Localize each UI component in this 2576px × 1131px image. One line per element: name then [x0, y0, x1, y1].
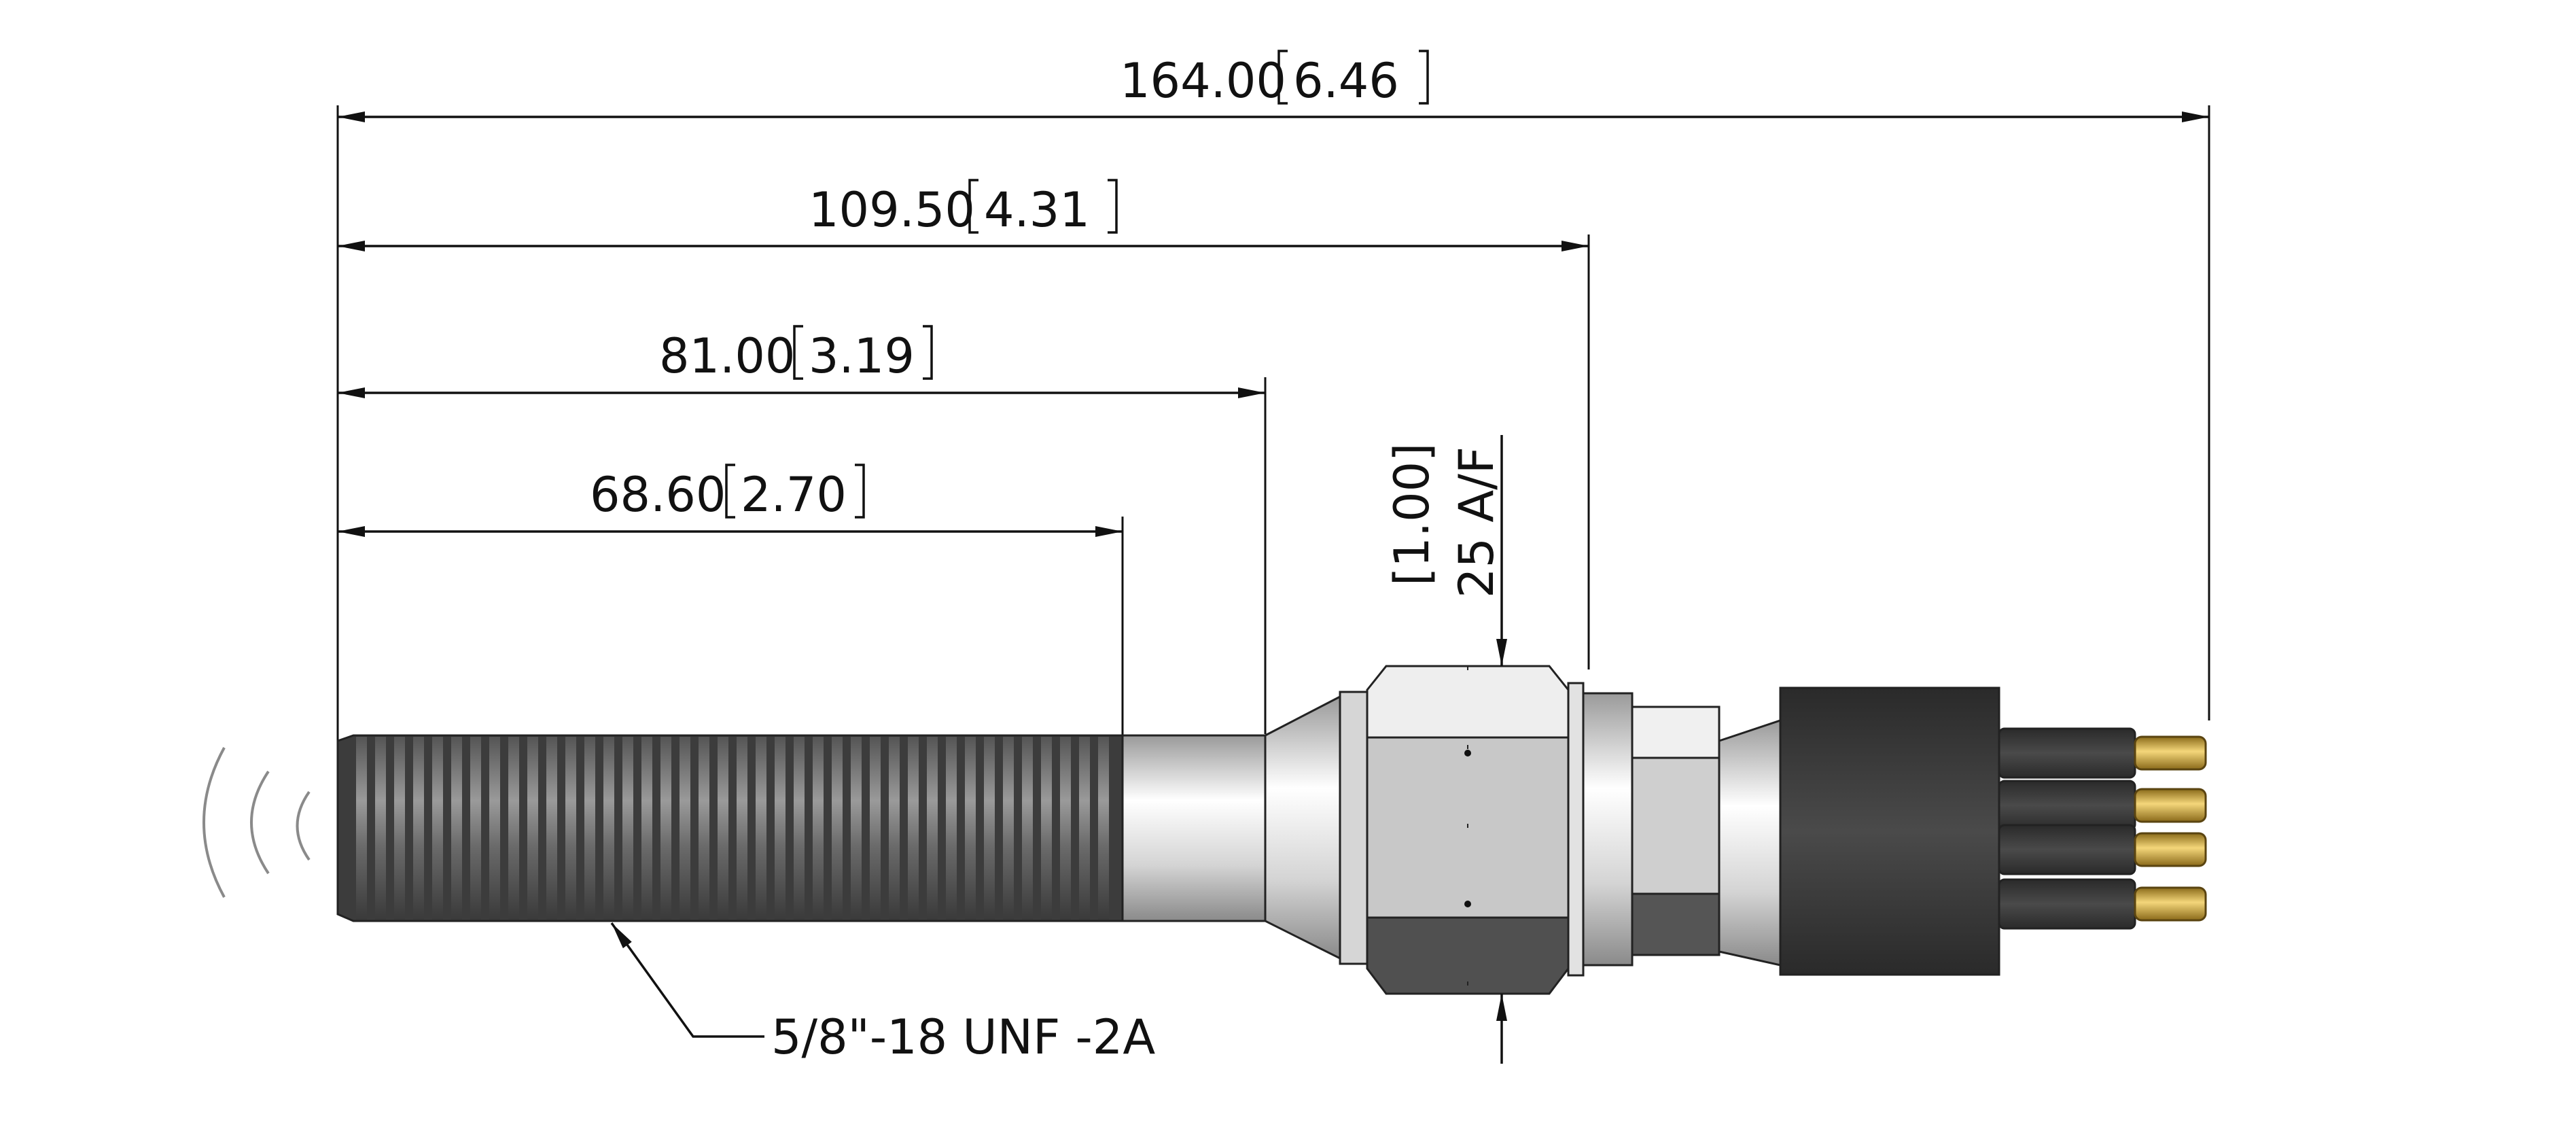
thread-ridge [356, 737, 367, 920]
thread-ridges [356, 737, 1109, 920]
left-washer [1339, 691, 1369, 965]
thread-ridge [432, 737, 443, 920]
dim-overall-inch: 6.46 [1293, 53, 1399, 109]
thread-ridge [622, 737, 633, 920]
thread-ridge [946, 737, 957, 920]
sensing-waves-icon [202, 747, 311, 898]
dim-thread-length-inch: 2.70 [741, 467, 847, 523]
thread-ridge [813, 737, 824, 920]
pin-sleeve [1998, 727, 2136, 779]
hex-nut [1366, 665, 1570, 995]
dim-overall-value: 164.00 [1120, 53, 1286, 109]
pin-sleeve [1998, 824, 2136, 875]
plain-shank [1121, 734, 1267, 922]
thread-ridge [718, 737, 728, 920]
dim-nut-face-inch: 4.31 [984, 182, 1090, 238]
thread-ridge [756, 737, 766, 920]
pin-sleeve [1998, 878, 2136, 930]
thread-ridge [1079, 737, 1090, 920]
dimension-lines [338, 111, 2209, 537]
dim-shoulder-value: 81.00 [659, 328, 795, 384]
pin-sleeve [1998, 780, 2136, 831]
connector-pins [1998, 727, 2207, 930]
thread-ridge [927, 737, 938, 920]
connector-hex [1631, 706, 1721, 956]
connector-taper [1718, 718, 1782, 967]
hex-af-text: 25 A/F [1449, 447, 1504, 598]
thread-ridge [908, 737, 919, 920]
right-washer-outer [1582, 692, 1634, 967]
right-washer-inner [1567, 682, 1585, 977]
thread-ridge [641, 737, 652, 920]
thread-ridge [527, 737, 538, 920]
thread-ridge [546, 737, 557, 920]
connector-body [1779, 686, 2000, 976]
thread-ridge [584, 737, 595, 920]
gold-pin [2134, 886, 2207, 922]
thread-ridge [737, 737, 747, 920]
thread-ridge [775, 737, 786, 920]
thread-ridge [965, 737, 976, 920]
gold-pin [2134, 735, 2207, 771]
hex-af-inch-text: [1.00] [1384, 443, 1440, 586]
dim-text-thread-length: 68.60 2.70 [590, 464, 865, 523]
thread-ridge [394, 737, 405, 920]
thread-callout: 5/8"-18 UNF -2A [610, 922, 1155, 1065]
dim-thread-length-value: 68.60 [590, 467, 726, 523]
extension-lines [336, 105, 2210, 741]
thread-ridge [1098, 737, 1109, 920]
thread-ridge [1022, 737, 1033, 920]
thread-ridge [870, 737, 881, 920]
thread-ridge [851, 737, 862, 920]
thread-ridge [413, 737, 424, 920]
thread-ridge [603, 737, 614, 920]
thread-callout-text: 5/8"-18 UNF -2A [771, 1009, 1155, 1065]
thread-ridge [889, 737, 900, 920]
dim-shoulder-inch: 3.19 [809, 328, 915, 384]
dim-text-shoulder: 81.00 3.19 [659, 325, 933, 384]
dim-nut-face-value: 109.50 [809, 182, 975, 238]
thread-ridge [680, 737, 690, 920]
thread-ridge [794, 737, 805, 920]
dim-text-nut-face: 109.50 4.31 [809, 179, 1118, 238]
thread-ridge [660, 737, 671, 920]
thread-ridge [565, 737, 576, 920]
thread-ridge [470, 737, 481, 920]
hex-af-dimension: 25 A/F [1.00] [1384, 435, 1507, 1064]
thread-ridge [832, 737, 843, 920]
thread-ridge [375, 737, 386, 920]
thread-ridge [508, 737, 519, 920]
dim-text-overall: 164.00 6.46 [1120, 50, 1429, 109]
thread-ridge [451, 737, 462, 920]
thread-ridge [699, 737, 709, 920]
gold-pin [2134, 832, 2207, 867]
thread-ridge [489, 737, 500, 920]
gold-pin [2134, 788, 2207, 823]
thread-ridge [1060, 737, 1071, 920]
thread-ridge [1003, 737, 1014, 920]
thread-ridge [984, 737, 995, 920]
threaded-shaft [336, 734, 1124, 922]
thread-ridge [1041, 737, 1052, 920]
taper-cone [1264, 695, 1341, 960]
